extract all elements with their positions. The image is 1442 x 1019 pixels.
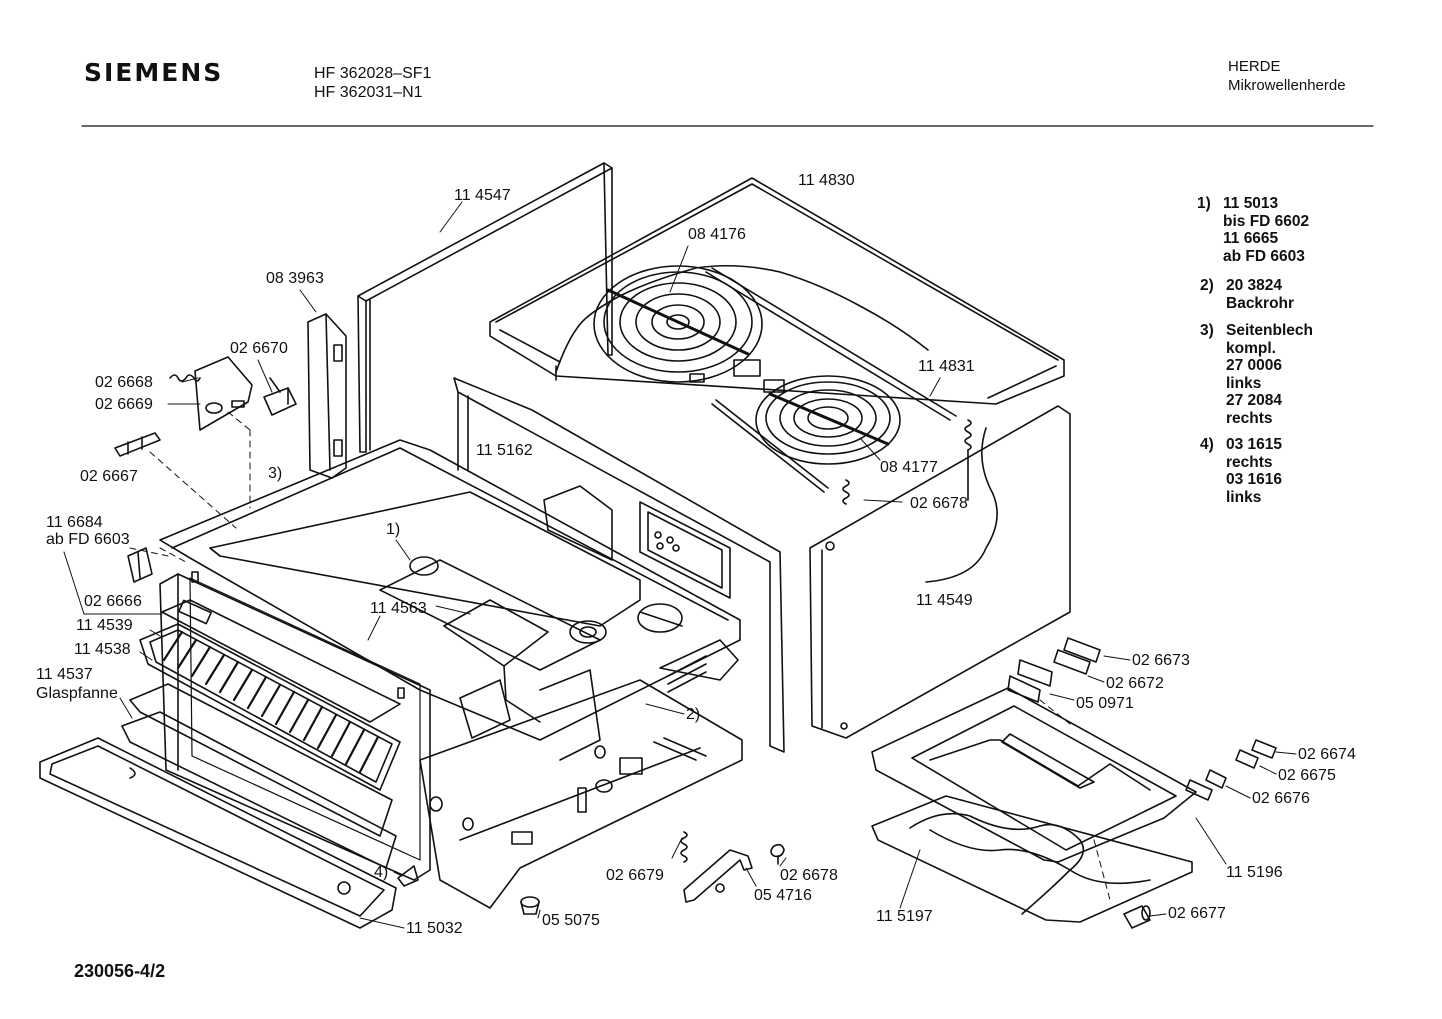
label-02-6668: 02 6668 bbox=[95, 374, 153, 391]
label-11-4549: 11 4549 bbox=[916, 592, 973, 609]
grid-shelf bbox=[140, 624, 400, 790]
label-02-6678-bottom: 02 6678 bbox=[780, 867, 838, 884]
label-05-4716: 05 4716 bbox=[754, 887, 812, 904]
lever-assembly bbox=[681, 832, 784, 902]
note-3-line-2: kompl. bbox=[1226, 339, 1276, 357]
left-bracket-strip bbox=[308, 314, 346, 478]
note-3-line-5: 27 2084 bbox=[1226, 392, 1283, 409]
note-4-line-1: 03 1615 bbox=[1226, 436, 1283, 453]
cylinder-part bbox=[1124, 906, 1150, 928]
hotplate-small bbox=[756, 376, 900, 464]
note-4-line-2: rechts bbox=[1226, 453, 1273, 471]
label-02-6666: 02 6666 bbox=[84, 593, 142, 610]
label-08-3963: 08 3963 bbox=[266, 270, 324, 287]
note-3-number: 3) bbox=[1200, 322, 1214, 339]
connector-part bbox=[115, 433, 160, 456]
rear-panel bbox=[454, 378, 784, 752]
upper-tray bbox=[162, 600, 400, 722]
note-2-line-2: Backrohr bbox=[1226, 294, 1295, 312]
label-11-4831: 11 4831 bbox=[918, 358, 975, 375]
note-2-line-1: 20 3824 bbox=[1226, 277, 1283, 294]
lower-tray bbox=[40, 738, 396, 928]
note-1-line-4: ab FD 6603 bbox=[1223, 247, 1305, 265]
label-02-6674: 02 6674 bbox=[1298, 746, 1356, 763]
note-3-line-6: rechts bbox=[1226, 409, 1273, 427]
note-1-line-1: 11 5013 bbox=[1223, 195, 1279, 212]
note-1-line-2: bis FD 6602 bbox=[1223, 212, 1310, 230]
note-2-number: 2) bbox=[1200, 277, 1214, 294]
label-11-5197: 11 5197 bbox=[876, 908, 933, 925]
note-1-number: 1) bbox=[1197, 195, 1211, 212]
category-subtitle: Mikrowellenherde bbox=[1228, 77, 1346, 94]
label-11-6684: 11 6684 bbox=[46, 514, 103, 531]
label-02-6672: 02 6672 bbox=[1106, 675, 1164, 692]
label-ref-2: 2) bbox=[686, 706, 701, 723]
switch-assembly bbox=[170, 357, 296, 430]
note-3-line-1: Seitenblech bbox=[1226, 322, 1313, 339]
note-4: 4) 03 1615 rechts 03 1616 links bbox=[1200, 436, 1282, 506]
foot-part bbox=[521, 897, 539, 914]
label-02-6670: 02 6670 bbox=[230, 340, 288, 357]
bottom-tray bbox=[872, 796, 1192, 922]
right-side-panel bbox=[810, 406, 1070, 738]
label-02-6667: 02 6667 bbox=[80, 468, 138, 485]
note-4-number: 4) bbox=[1200, 436, 1214, 453]
label-11-5162: 11 5162 bbox=[476, 442, 533, 459]
hinge-4 bbox=[398, 866, 418, 886]
note-3-line-3: 27 0006 bbox=[1226, 357, 1283, 374]
label-08-4177: 08 4177 bbox=[880, 459, 938, 476]
note-1: 1) 11 5013 bis FD 6602 11 6665 ab FD 6603 bbox=[1197, 195, 1309, 265]
label-08-4176: 08 4176 bbox=[688, 226, 746, 243]
label-11-4563: 11 4563 bbox=[370, 600, 427, 617]
label-ref-1: 1) bbox=[386, 521, 401, 538]
back-frame bbox=[358, 163, 612, 452]
label-11-5196: 11 5196 bbox=[1226, 864, 1283, 881]
glass-pan bbox=[122, 684, 396, 868]
label-11-4547: 11 4547 bbox=[454, 187, 511, 204]
hob-top-frame bbox=[490, 178, 1064, 404]
label-02-6669: 02 6669 bbox=[95, 396, 153, 413]
note-4-line-4: links bbox=[1226, 488, 1262, 506]
note-2: 2) 20 3824 Backrohr bbox=[1200, 277, 1294, 312]
label-glaspfanne: Glaspfanne bbox=[36, 685, 118, 702]
note-1-line-3: 11 6665 bbox=[1223, 230, 1279, 247]
note-3-line-4: links bbox=[1226, 374, 1262, 392]
label-02-6679: 02 6679 bbox=[606, 867, 664, 884]
label-ab-fd-6603: ab FD 6603 bbox=[46, 531, 130, 548]
label-11-4539: 11 4539 bbox=[76, 617, 133, 634]
brand-logo: SIEMENS bbox=[84, 58, 224, 87]
model-number-1: HF 362028–SF1 bbox=[314, 65, 432, 82]
label-02-6673: 02 6673 bbox=[1132, 652, 1190, 669]
oven-cavity bbox=[160, 440, 740, 760]
label-05-5075: 05 5075 bbox=[542, 912, 600, 929]
category-title: HERDE bbox=[1228, 58, 1281, 75]
label-02-6677: 02 6677 bbox=[1168, 905, 1226, 922]
document-code: 230056-4/2 bbox=[74, 961, 166, 981]
label-02-6675: 02 6675 bbox=[1278, 767, 1336, 784]
label-ref-3: 3) bbox=[268, 465, 283, 482]
label-11-4537: 11 4537 bbox=[36, 666, 93, 683]
label-11-4538: 11 4538 bbox=[74, 641, 131, 658]
label-11-4830: 11 4830 bbox=[798, 172, 855, 189]
label-05-0971: 05 0971 bbox=[1076, 695, 1134, 712]
label-ref-4: 4) bbox=[374, 864, 389, 881]
hinge-part bbox=[128, 548, 152, 582]
roast-tray bbox=[872, 688, 1196, 862]
model-number-2: HF 362031–N1 bbox=[314, 84, 423, 101]
hotplate-large bbox=[594, 266, 762, 382]
label-02-6676: 02 6676 bbox=[1252, 790, 1310, 807]
spring-1 bbox=[843, 480, 849, 504]
heating-rod bbox=[706, 268, 956, 492]
spring-2 bbox=[965, 420, 971, 450]
oven-floor bbox=[420, 680, 742, 908]
label-11-5032: 11 5032 bbox=[406, 920, 463, 937]
note-4-line-3: 03 1616 bbox=[1226, 471, 1283, 488]
note-3: 3) Seitenblech kompl. 27 0006 links 27 20… bbox=[1200, 322, 1313, 427]
label-02-6678-top: 02 6678 bbox=[910, 495, 968, 512]
